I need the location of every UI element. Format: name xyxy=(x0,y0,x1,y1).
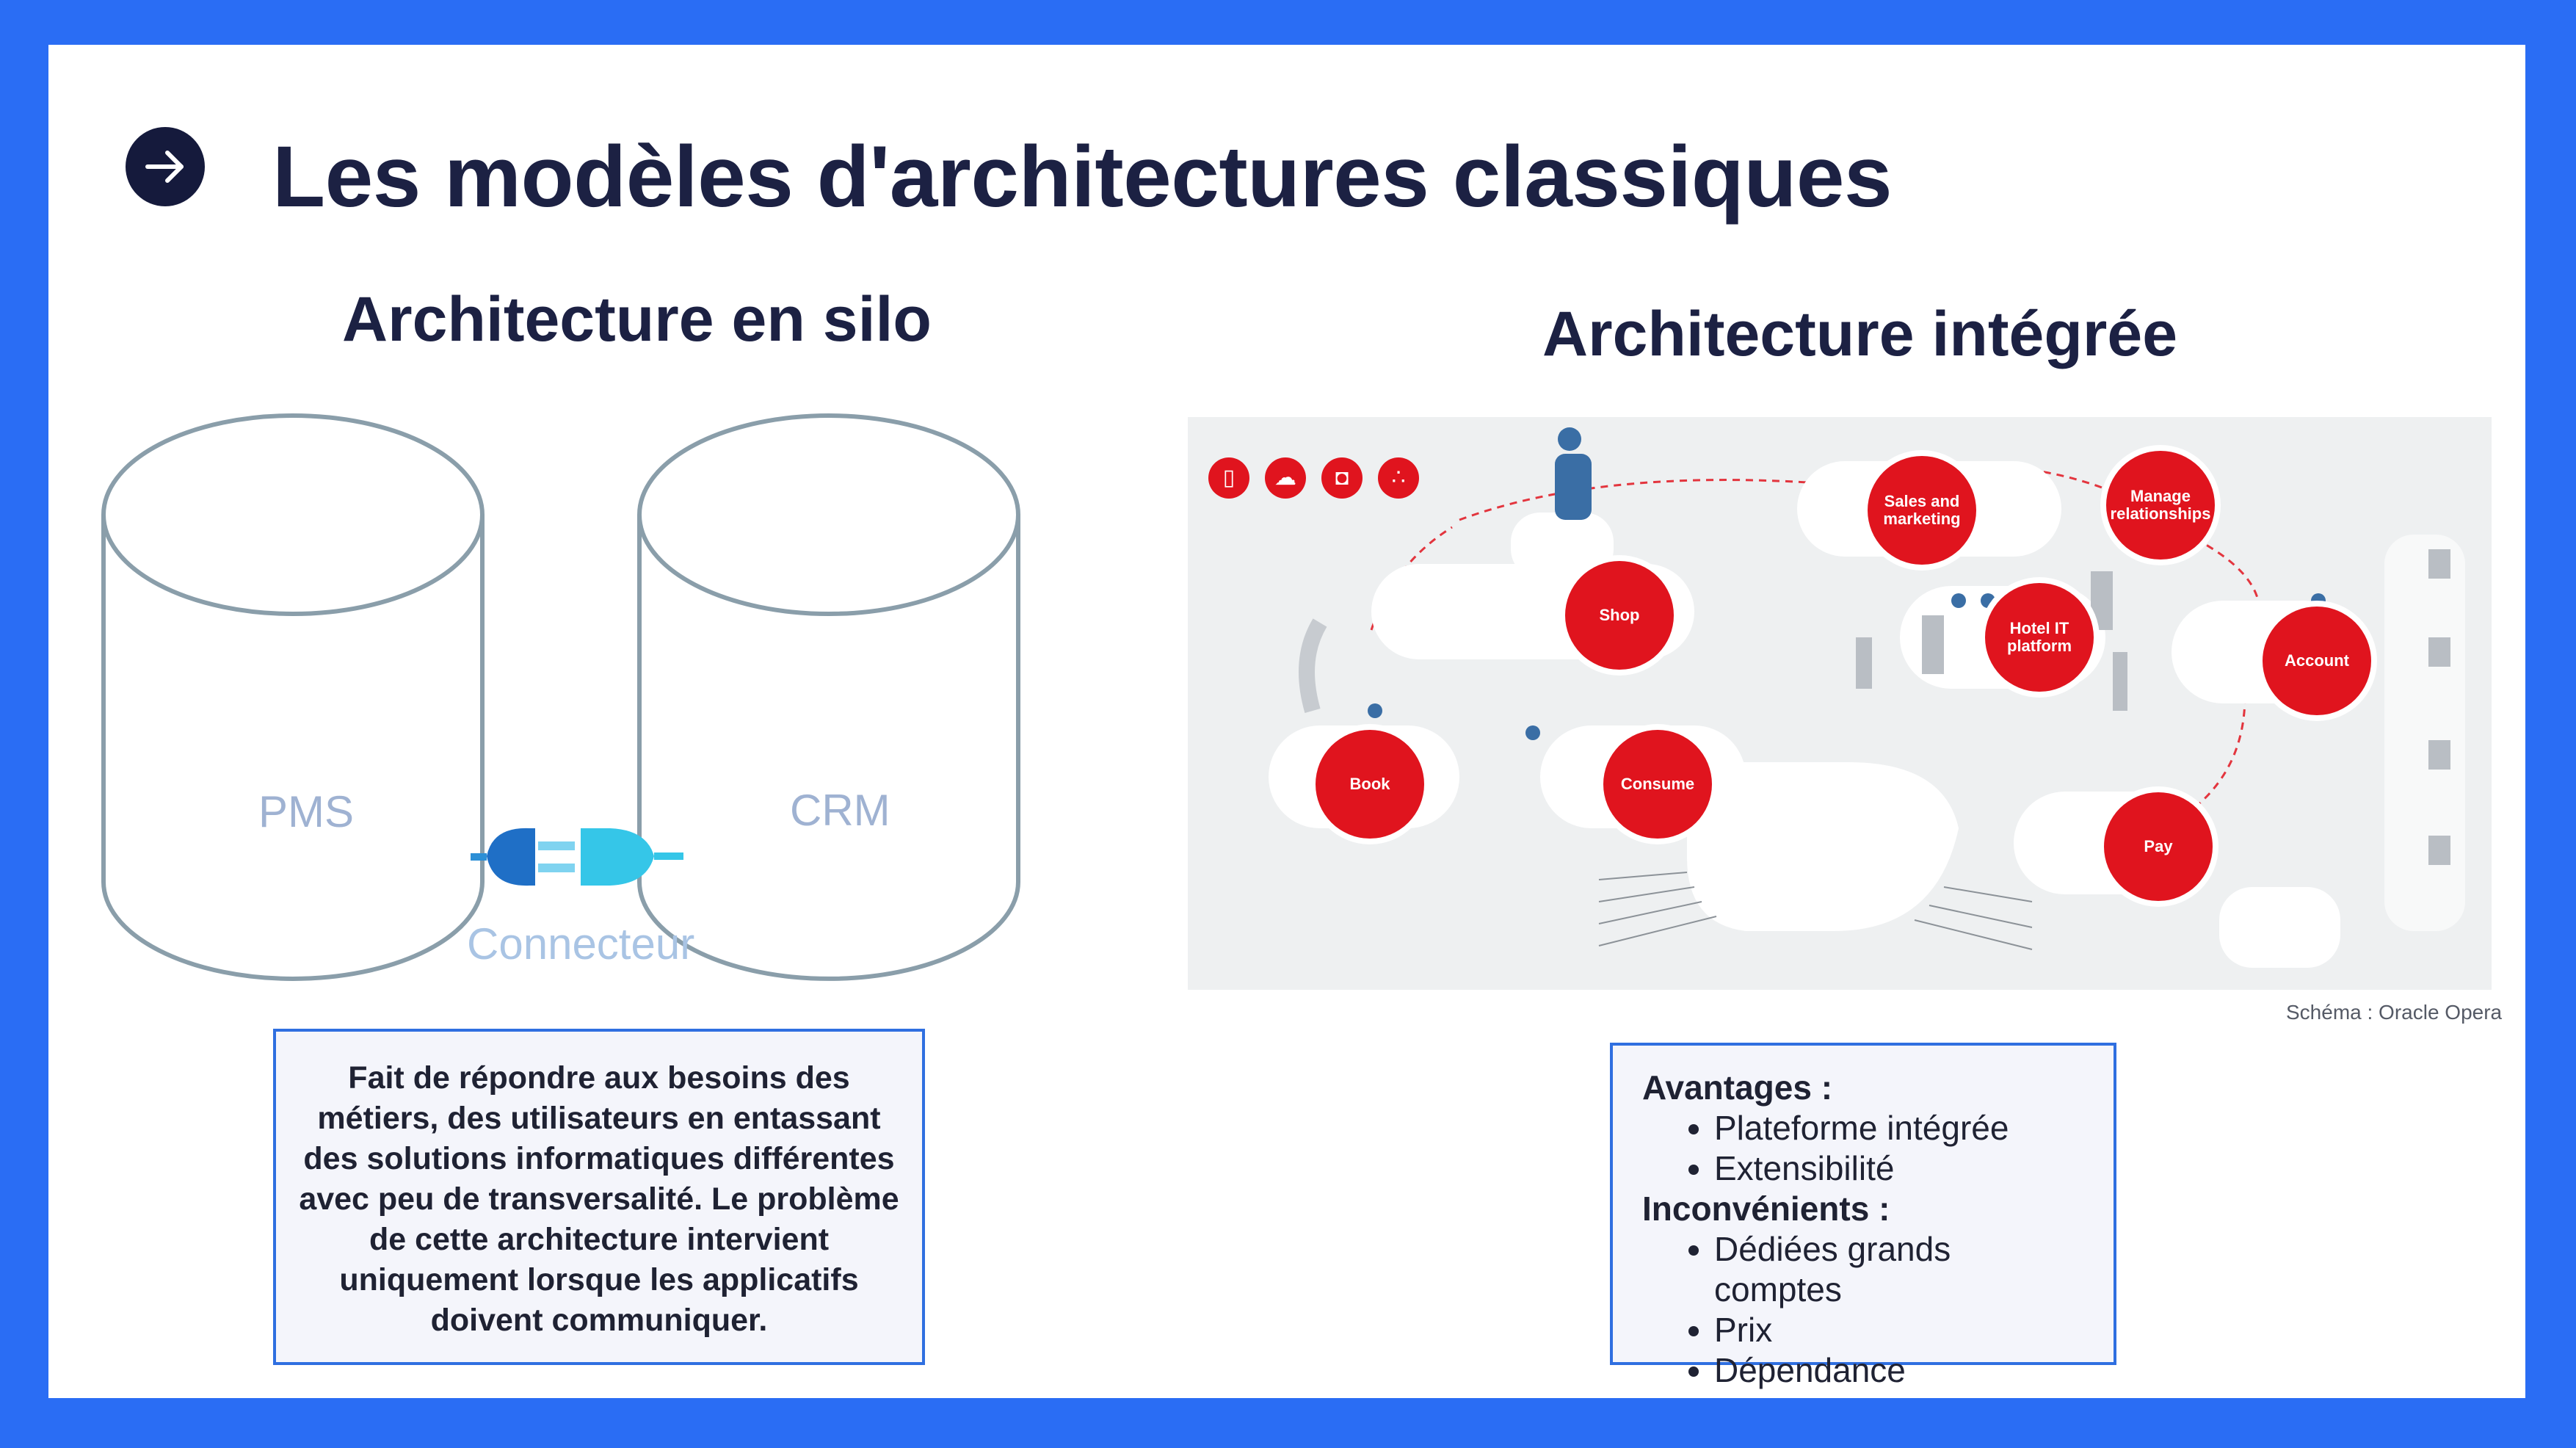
lock-icon: ◘ xyxy=(1321,457,1363,499)
oracle-opera-diagram: ▯ ☁ ◘ ∴ Sales and marketing Manage relat… xyxy=(1188,417,2492,990)
mobile-icon: ▯ xyxy=(1208,457,1249,499)
diagram-caption: Schéma : Oracle Opera xyxy=(2286,1001,2503,1024)
drawbacks-heading: Inconvénients : xyxy=(1642,1190,1890,1228)
node-account: Account xyxy=(2263,607,2371,715)
crm-label: CRM xyxy=(790,786,890,835)
list-item: Dédiées grands comptes xyxy=(1714,1229,2084,1310)
list-item: Extensibilité xyxy=(1714,1148,2084,1189)
network-icon: ∴ xyxy=(1378,457,1419,499)
drawbacks-list: Dédiées grands comptes Prix Dépendance xyxy=(1642,1229,2084,1391)
node-pay: Pay xyxy=(2104,792,2213,901)
pms-label: PMS xyxy=(258,787,355,836)
page-title: Les modèles d'architectures classiques xyxy=(272,128,1893,225)
node-book: Book xyxy=(1316,730,1424,839)
node-consume: Consume xyxy=(1603,730,1712,839)
list-item: Dépendance xyxy=(1714,1350,2084,1391)
node-sales-marketing: Sales and marketing xyxy=(1868,456,1976,565)
node-shop: Shop xyxy=(1565,561,1674,670)
advantages-heading: Avantages : xyxy=(1642,1068,1833,1107)
plug-connector-icon xyxy=(471,819,683,897)
advantages-list: Plateforme intégrée Extensibilité xyxy=(1642,1108,2084,1189)
silo-subtitle: Architecture en silo xyxy=(342,284,932,355)
node-manage-relationships: Manage relationships xyxy=(2106,451,2215,560)
arrow-right-icon xyxy=(126,127,205,206)
silo-description: Fait de répondre aux besoins des métiers… xyxy=(299,1060,899,1338)
node-hotel-it-platform: Hotel IT platform xyxy=(1985,583,2094,692)
connector-label: Connecteur xyxy=(467,919,695,969)
list-item: Plateforme intégrée xyxy=(1714,1108,2084,1148)
silo-diagram xyxy=(101,413,1020,981)
crm-cylinder xyxy=(637,413,1020,981)
slide: Les modèles d'architectures classiques A… xyxy=(48,45,2525,1398)
silo-description-box: Fait de répondre aux besoins des métiers… xyxy=(273,1029,925,1365)
pms-cylinder xyxy=(101,413,485,981)
integrated-subtitle: Architecture intégrée xyxy=(1542,299,2178,369)
pros-cons-box: Avantages : Plateforme intégrée Extensib… xyxy=(1610,1043,2116,1389)
cloud-icon: ☁ xyxy=(1265,457,1306,499)
list-item: Prix xyxy=(1714,1310,2084,1350)
